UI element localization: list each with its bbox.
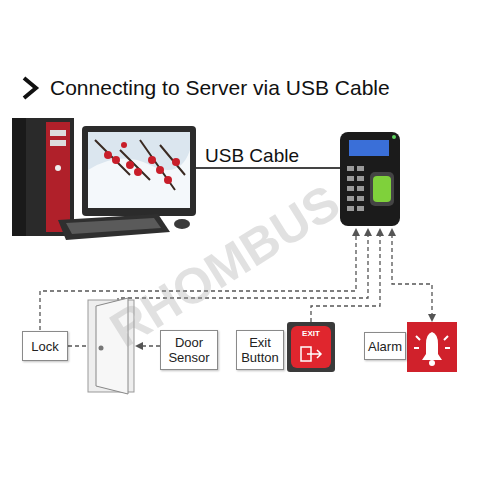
key bbox=[347, 186, 354, 191]
alarm-bell bbox=[422, 332, 442, 360]
berries bbox=[104, 142, 180, 184]
exit-button-icon: EXIT bbox=[287, 322, 335, 372]
key bbox=[357, 206, 364, 211]
fingerprint-terminal bbox=[340, 132, 400, 226]
berry bbox=[112, 156, 120, 164]
exit-door-symbol bbox=[301, 347, 311, 361]
drive-bay bbox=[50, 130, 66, 136]
berry bbox=[134, 168, 142, 176]
lock-box: Lock bbox=[22, 331, 68, 361]
berry bbox=[121, 142, 127, 148]
node-text: Alarm bbox=[368, 339, 402, 354]
alarm-wire bbox=[392, 234, 432, 316]
berry bbox=[172, 158, 180, 166]
door-wire bbox=[118, 234, 368, 302]
key bbox=[357, 186, 364, 191]
keyboard-keys bbox=[66, 218, 161, 234]
pc-tower-side bbox=[12, 118, 26, 236]
node-text: EXIT bbox=[291, 326, 331, 368]
lock-wire bbox=[40, 234, 356, 330]
lock-door-wire bbox=[68, 345, 89, 346]
lcd-screen bbox=[349, 140, 389, 156]
power-button bbox=[55, 165, 61, 171]
exit-button-box: Exit Button bbox=[236, 330, 284, 370]
mouse bbox=[174, 219, 190, 229]
berry bbox=[104, 151, 112, 159]
monitor-screen bbox=[88, 132, 190, 208]
branches bbox=[95, 140, 185, 190]
keypad bbox=[347, 166, 364, 211]
title: Connecting to Server via USB Cable bbox=[50, 76, 390, 100]
sensor-housing bbox=[370, 172, 394, 206]
alarm-rays bbox=[414, 336, 450, 348]
usb-cable bbox=[196, 167, 342, 169]
cable-label: USB Cable bbox=[205, 145, 299, 167]
arrowhead bbox=[428, 314, 436, 322]
drive-bay bbox=[50, 140, 66, 146]
alarm-icon bbox=[407, 322, 457, 372]
snow bbox=[88, 150, 190, 208]
key bbox=[357, 176, 364, 181]
berry bbox=[164, 176, 172, 184]
key bbox=[347, 206, 354, 211]
arrowhead bbox=[388, 228, 396, 236]
arrowhead bbox=[135, 342, 143, 350]
key bbox=[347, 166, 354, 171]
pc-tower bbox=[12, 118, 74, 236]
chevron bbox=[24, 78, 36, 98]
key bbox=[347, 176, 354, 181]
door-handle bbox=[99, 346, 104, 351]
monitor bbox=[82, 126, 196, 216]
watermark: RHOMBUS bbox=[99, 173, 350, 360]
pc-tower-front bbox=[46, 122, 70, 232]
alarm-box: Alarm bbox=[364, 332, 406, 360]
key bbox=[347, 196, 354, 201]
bell-clapper bbox=[429, 360, 435, 366]
node-text: Door Sensor bbox=[164, 335, 214, 365]
fingerprint-sensor bbox=[373, 176, 391, 202]
key bbox=[357, 196, 364, 201]
node-text: Lock bbox=[31, 339, 58, 354]
door-sensor-box: Door Sensor bbox=[160, 330, 218, 370]
arrowhead bbox=[376, 228, 384, 236]
node-text: Exit Button bbox=[240, 335, 280, 365]
arrowhead bbox=[364, 228, 372, 236]
keyboard bbox=[58, 214, 170, 240]
arrowhead bbox=[352, 228, 360, 236]
berry bbox=[126, 161, 134, 169]
exit-arrow-symbol bbox=[307, 350, 321, 358]
exit-wire bbox=[311, 234, 380, 322]
key bbox=[357, 166, 364, 171]
door-panel bbox=[96, 298, 128, 394]
status-led bbox=[392, 135, 396, 139]
berry bbox=[156, 166, 164, 174]
berry bbox=[148, 156, 156, 164]
